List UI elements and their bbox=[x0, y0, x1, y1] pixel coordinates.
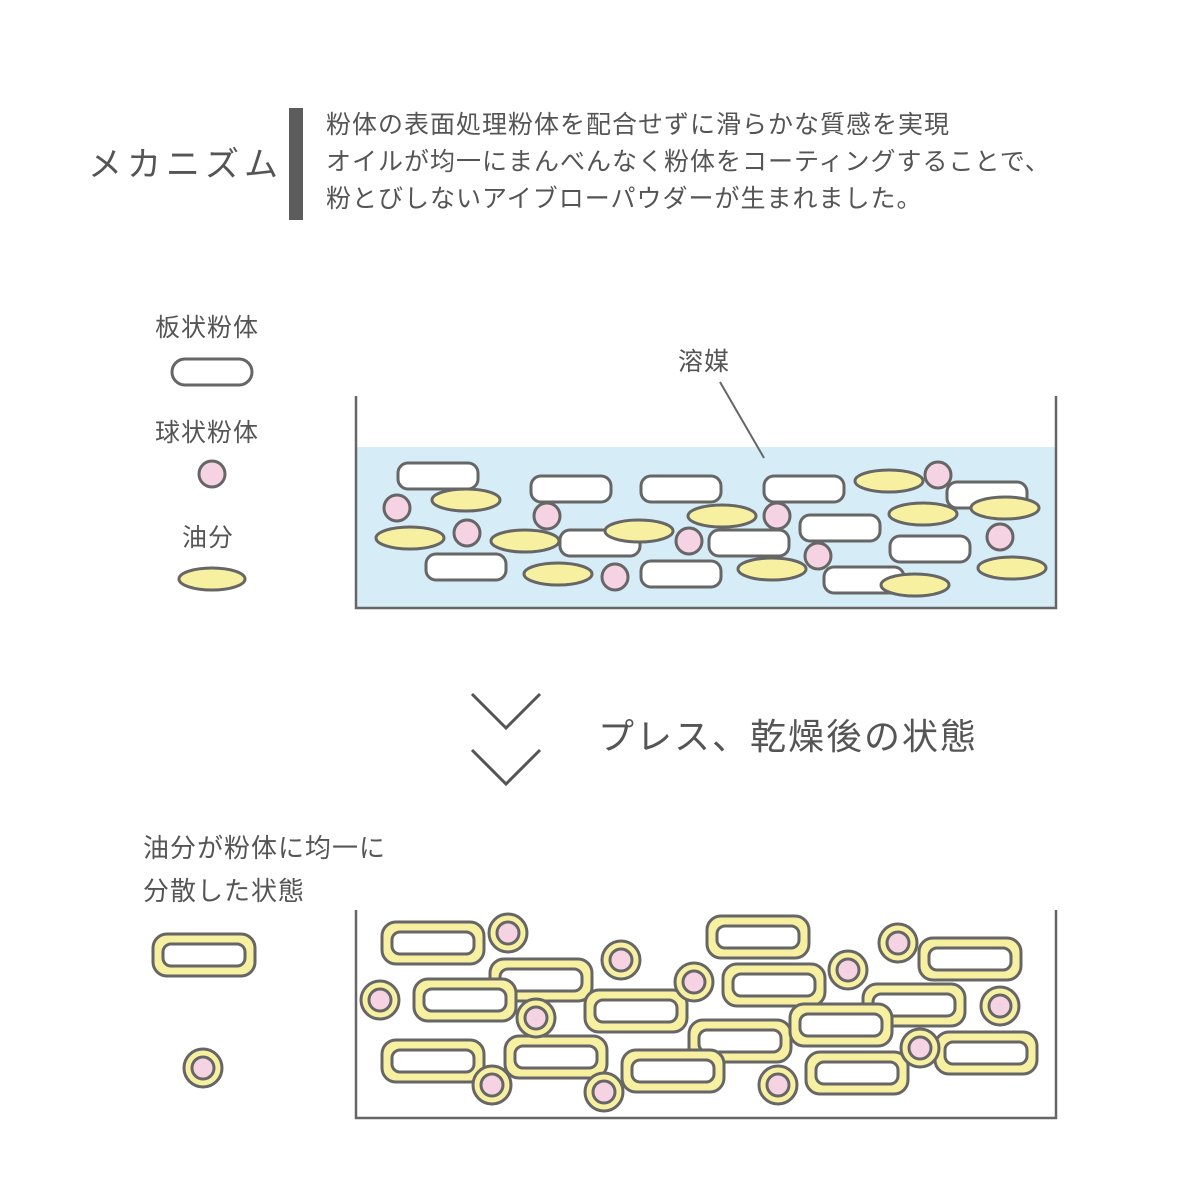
sphere-particle bbox=[452, 518, 482, 548]
description-line-2: オイルが均一にまんべんなく粉体をコーティングすることで、 bbox=[326, 147, 1051, 176]
sphere-particle bbox=[600, 562, 630, 592]
coated-sphere-particle bbox=[827, 949, 869, 991]
sphere-particle bbox=[762, 501, 792, 531]
legend-coated-sphere-icon bbox=[182, 1047, 224, 1089]
coated-plate-particle bbox=[583, 988, 689, 1034]
coated-sphere-particle bbox=[487, 912, 529, 954]
chevron-down-icon bbox=[470, 748, 542, 787]
description-line-1: 粉体の表面処理粉体を配合せずに滑らかな質感を実現 bbox=[326, 110, 951, 139]
coated-plate-particle bbox=[788, 1002, 894, 1048]
coated-plate-particle bbox=[503, 1034, 609, 1080]
oil-particle bbox=[522, 561, 594, 587]
sphere-particle bbox=[803, 541, 833, 571]
solvent-pointer-line bbox=[719, 381, 765, 459]
chevron-down-icon bbox=[470, 692, 542, 731]
after-particles bbox=[359, 912, 1039, 1113]
coated-plate-particle bbox=[721, 962, 827, 1008]
oil-particle bbox=[603, 518, 675, 544]
oil-particle bbox=[853, 468, 925, 494]
sphere-particle bbox=[532, 501, 562, 531]
oil-particle bbox=[976, 555, 1048, 581]
plate-particle bbox=[707, 528, 791, 558]
coated-sphere-particle bbox=[673, 961, 715, 1003]
coated-sphere-particle bbox=[515, 997, 557, 1039]
plate-particle bbox=[424, 552, 508, 582]
legend-sphere-icon bbox=[197, 459, 227, 489]
coated-plate-particle bbox=[380, 920, 486, 966]
sphere-particle bbox=[674, 526, 704, 556]
oil-particle bbox=[887, 501, 959, 527]
before-particles bbox=[374, 460, 1048, 598]
coated-plate-particle bbox=[412, 977, 518, 1023]
coated-sphere-particle bbox=[899, 1027, 941, 1069]
oil-particle bbox=[686, 503, 758, 529]
transition-label: プレス、乾燥後の状態 bbox=[598, 717, 979, 758]
oil-particle bbox=[736, 556, 808, 582]
plate-particle bbox=[396, 461, 480, 491]
legend-label-oil: 油分 bbox=[182, 523, 235, 552]
result-label-line-1: 油分が粉体に均一に bbox=[143, 834, 387, 864]
plate-particle bbox=[639, 474, 723, 504]
result-label-line-2: 分散した状態 bbox=[143, 877, 306, 907]
coated-sphere-particle bbox=[359, 979, 401, 1021]
coated-plate-particle bbox=[620, 1048, 726, 1094]
after-container-outline bbox=[354, 910, 1058, 1120]
legend-coated-plate-icon bbox=[151, 932, 257, 978]
coated-plate-particle bbox=[917, 936, 1023, 982]
legend-plate-icon bbox=[170, 357, 254, 387]
plate-particle bbox=[798, 513, 882, 543]
oil-particle bbox=[430, 487, 502, 513]
coated-plate-particle bbox=[687, 1018, 793, 1064]
sphere-particle bbox=[923, 460, 953, 490]
oil-particle bbox=[969, 495, 1041, 521]
plate-particle bbox=[888, 534, 972, 564]
legend-label-plate-powder: 板状粉体 bbox=[155, 313, 260, 342]
mechanism-title: メカニズム bbox=[88, 145, 283, 185]
result-label: 油分が粉体に均一に 分散した状態 bbox=[143, 828, 386, 914]
title-divider-bar bbox=[289, 108, 303, 220]
coated-plate-particle bbox=[933, 1030, 1039, 1076]
coated-plate-particle bbox=[705, 914, 811, 960]
plate-particle bbox=[762, 474, 846, 504]
solvent-label: 溶媒 bbox=[678, 347, 731, 376]
coated-sphere-particle bbox=[757, 1064, 799, 1106]
before-container-outline bbox=[354, 396, 1058, 610]
coated-sphere-particle bbox=[600, 939, 642, 981]
oil-particle bbox=[374, 525, 446, 551]
legend-label-sphere-powder: 球状粉体 bbox=[155, 418, 260, 447]
description-line-3: 粉とびしないアイブローパウダーが生まれました。 bbox=[326, 184, 923, 213]
coated-plate-particle bbox=[380, 1038, 486, 1084]
coated-sphere-particle bbox=[583, 1071, 625, 1113]
plate-particle bbox=[529, 474, 613, 504]
sphere-particle bbox=[985, 522, 1015, 552]
coated-sphere-particle bbox=[979, 985, 1021, 1027]
legend-oil-icon bbox=[177, 566, 247, 592]
coated-sphere-particle bbox=[877, 922, 919, 964]
mechanism-description: 粉体の表面処理粉体を配合せずに滑らかな質感を実現 オイルが均一にまんべんなく粉体… bbox=[326, 106, 1051, 217]
sphere-particle bbox=[382, 493, 412, 523]
plate-particle bbox=[639, 559, 723, 589]
oil-particle bbox=[879, 572, 951, 598]
coated-sphere-particle bbox=[471, 1064, 513, 1106]
oil-particle bbox=[489, 528, 561, 554]
coated-plate-particle bbox=[804, 1050, 910, 1096]
